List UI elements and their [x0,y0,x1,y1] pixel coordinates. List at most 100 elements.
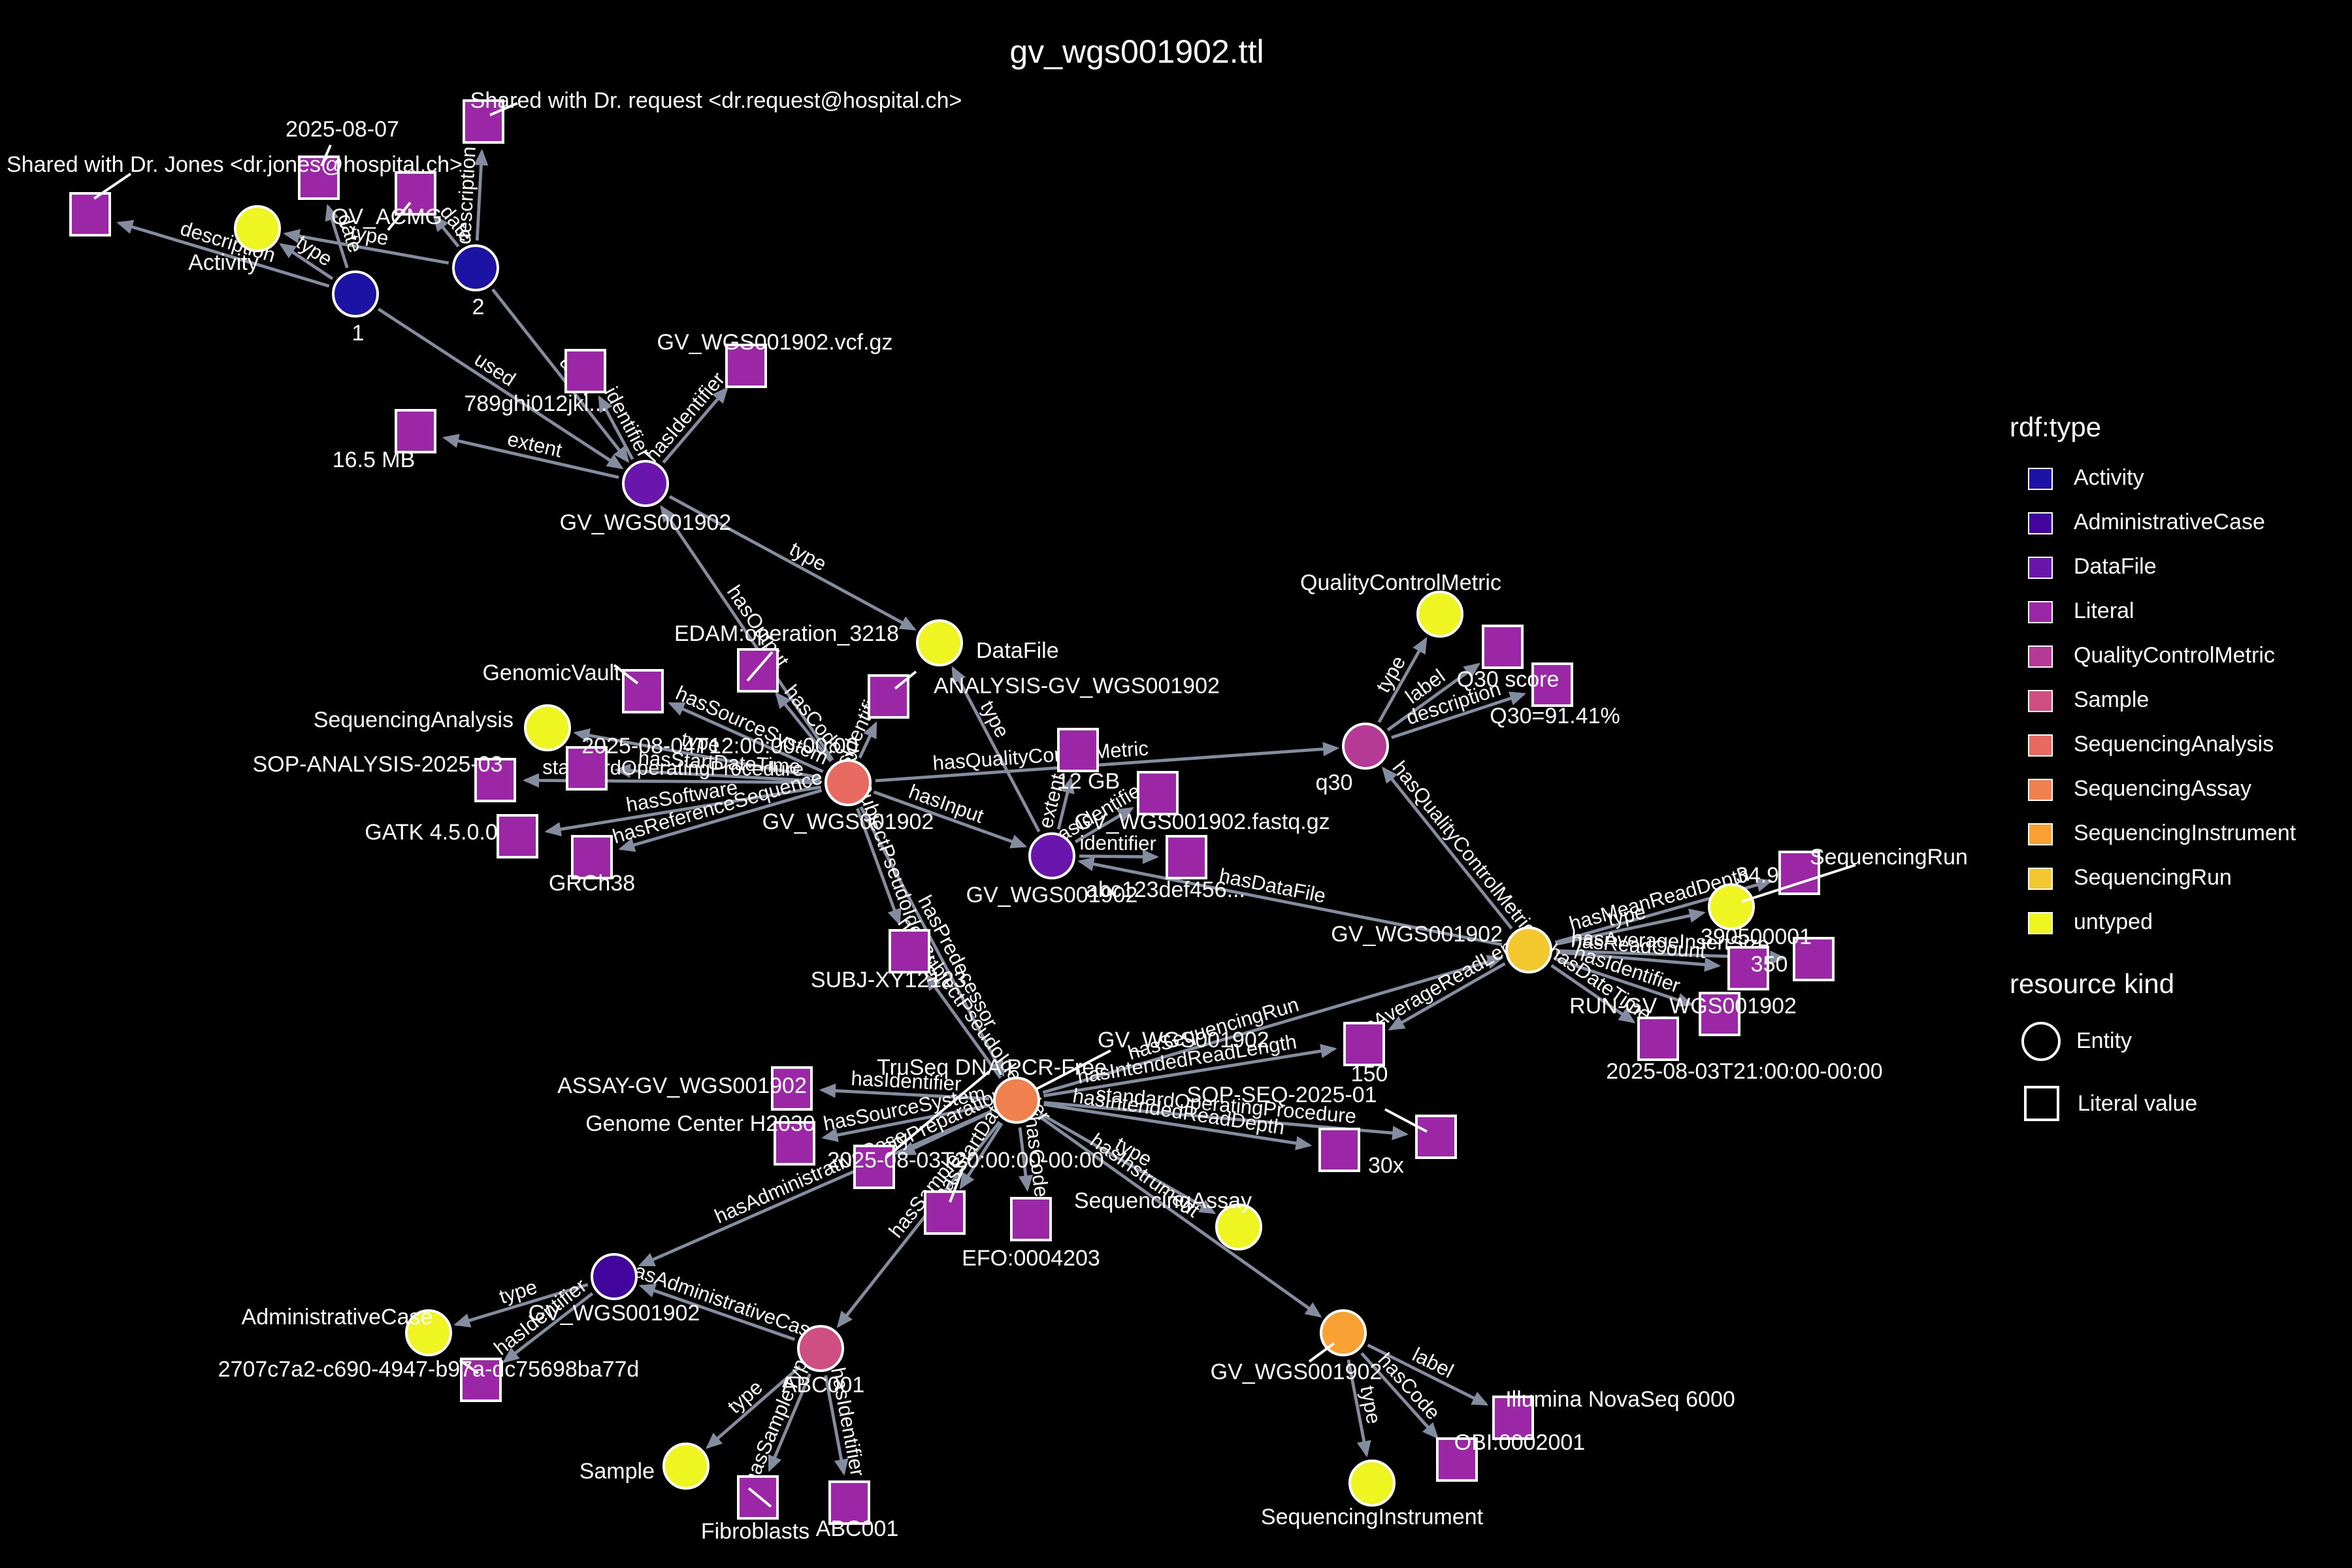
edge-fastq-extent-l_12gb[interactable] [1056,776,1075,830]
node-l_rundt[interactable] [1637,1017,1679,1061]
legend-type-sequencinganalysis[interactable]: SequencingAnalysis [2010,732,2343,758]
legend-entity-row[interactable]: Entity [2010,1022,2343,1061]
edge-assay-hasIntendedReadDepth-l_30x[interactable] [1043,1103,1313,1151]
edge-vcf-extent-l_16mb[interactable] [442,434,619,480]
node-l_qvacmg[interactable] [395,171,436,216]
edge-act2-description-l_request[interactable] [474,148,489,241]
edge-admin-type-cl_admincase[interactable] [453,1282,589,1328]
node-l_efo[interactable] [1010,1197,1052,1241]
node-run[interactable] [1505,926,1552,973]
edge-analysis-hasQualityControlMetric-q30[interactable] [875,742,1340,783]
legend-type-sequencingrun[interactable]: SequencingRun [2010,865,2343,891]
node-cl_instrument[interactable] [1348,1460,1396,1507]
node-vcf[interactable] [622,460,669,507]
legend-type-administrativecase[interactable]: AdministrativeCase [2010,510,2343,536]
node-l_gvault[interactable] [622,669,664,713]
edge-fastq-hasIdentifier-l_fastqgz[interactable] [1074,807,1134,843]
edge-run-hasIdentifier-l_runid[interactable] [1554,957,1694,1007]
edge-analysis-hasSoftware-l_gatk[interactable] [544,785,821,837]
node-cl_seqanalysis[interactable] [524,704,571,751]
edge-fastq-type-cl_datafile[interactable] [951,666,1041,832]
node-act2[interactable] [452,244,499,291]
edge-assay-type-cl_seqassay[interactable] [1039,1112,1217,1215]
node-sample[interactable] [797,1325,844,1372]
edge-analysis-hasIdentifier-l_analysisid[interactable] [858,721,877,759]
edge-vcf-hasIdentifier-l_vcfgz[interactable] [662,386,728,464]
node-l_q30desc[interactable] [1531,662,1573,707]
node-assay[interactable] [993,1077,1040,1124]
node-l_gcenter[interactable] [774,1121,815,1166]
edge-assay-hasSequencingRun-run[interactable] [1042,955,1504,1094]
node-l_fastqgz[interactable] [1137,771,1179,815]
edge-sample-hasIdentifier-l_abc001[interactable] [824,1375,849,1476]
edge-admin-hasIdentifier-l_adminid[interactable] [502,1292,594,1364]
edge-assay-hasCode-l_efo[interactable] [1018,1127,1033,1192]
node-act1[interactable] [332,270,379,318]
edge-run-hasAverageReadLength-l_150[interactable] [1388,962,1506,1031]
node-l_startdt[interactable] [566,746,608,791]
edge-analysis-hasInput-fastq[interactable] [873,790,1028,849]
node-l_insert[interactable] [1793,937,1835,981]
edge-assay-hasSubjectPseudoIdentifier-l_subj[interactable] [925,973,1002,1079]
edge-analysis-hasStartDateTime-l_startdt[interactable] [613,763,821,783]
node-cl_activity[interactable] [234,205,281,252]
node-cl_seqrun[interactable] [1708,883,1755,930]
node-l_obi[interactable] [1436,1437,1478,1482]
legend-type-qualitycontrolmetric[interactable]: QualityControlMetric [2010,643,2343,669]
edge-run-hasReadCount-l_readcount[interactable] [1556,951,1722,972]
node-cl_qcm[interactable] [1416,591,1463,638]
edge-vcf-type-cl_datafile[interactable] [668,495,917,631]
node-l_q30label[interactable] [1482,625,1524,669]
node-l_30x[interactable] [1318,1128,1360,1172]
edge-act2-used-vcf[interactable] [491,288,630,463]
node-l_runid[interactable] [1699,992,1740,1036]
edge-sample-type-cl_sample[interactable] [706,1365,801,1449]
node-cl_sample[interactable] [662,1443,710,1490]
node-l_readcount[interactable] [1727,946,1769,990]
legend-type-sequencingassay[interactable]: SequencingAssay [2010,776,2343,802]
node-l_vcfgz[interactable] [725,344,767,388]
edge-analysis-hasCode-l_edam[interactable] [775,691,832,762]
node-instrument[interactable] [1320,1309,1367,1356]
node-q30[interactable] [1342,723,1389,770]
node-l_789[interactable] [564,349,606,393]
node-cl_seqassay[interactable] [1215,1203,1262,1250]
edge-fastq-identifier-l_abc123[interactable] [1079,849,1160,864]
legend-type-sample[interactable]: Sample [2010,687,2343,713]
legend-type-sequencinginstrument[interactable]: SequencingInstrument [2010,821,2343,847]
edge-instrument-type-cl_instrument[interactable] [1347,1359,1371,1458]
edge-assay-hasInstrument-instrument[interactable] [1037,1115,1322,1318]
edge-run-hasDateTime-l_rundt[interactable] [1550,964,1636,1024]
node-l_date1[interactable] [298,155,340,200]
node-l_date20[interactable] [924,1190,966,1235]
node-l_12gb[interactable] [1057,728,1099,772]
node-l_illumina[interactable] [1492,1396,1534,1440]
edge-act1-description-l_jones[interactable] [116,220,330,288]
edge-vcf-identifier-l_789[interactable] [598,395,634,461]
edge-q30-label-l_q30label[interactable] [1386,662,1480,732]
node-l_sopseq[interactable] [1415,1115,1457,1159]
node-l_16mb[interactable] [395,409,436,453]
node-l_subj[interactable] [889,929,930,973]
edge-analysis-hasPredecessor-assay[interactable] [859,806,1005,1077]
node-l_sopan[interactable] [474,758,516,802]
node-cl_admincase[interactable] [405,1309,452,1356]
node-l_jones[interactable] [69,192,111,237]
edge-run-type-cl_seqrun[interactable] [1555,908,1706,946]
node-l_abc001[interactable] [828,1480,870,1525]
legend-type-literal[interactable]: Literal [2010,598,2343,625]
legend-type-activity[interactable]: Activity [2010,465,2343,491]
node-cl_datafile[interactable] [916,619,963,666]
legend-type-untyped[interactable]: untyped [2010,909,2343,936]
node-l_gatk[interactable] [497,814,538,858]
edge-act1-date-l_date1[interactable] [325,204,349,269]
legend-type-datafile[interactable]: DataFile [2010,554,2343,580]
node-l_analysisid[interactable] [868,674,909,719]
edge-sample-hasAdministrativeCase-admin[interactable] [638,1283,796,1341]
edge-instrument-label-l_illumina[interactable] [1367,1343,1489,1406]
edge-act2-type-cl_activity[interactable] [283,229,449,265]
node-l_fibro[interactable] [737,1475,779,1520]
edge-analysis-hasSubjectPseudoIdentifier-l_subj[interactable] [856,808,902,926]
edge-instrument-hasCode-l_obi[interactable] [1360,1352,1439,1439]
